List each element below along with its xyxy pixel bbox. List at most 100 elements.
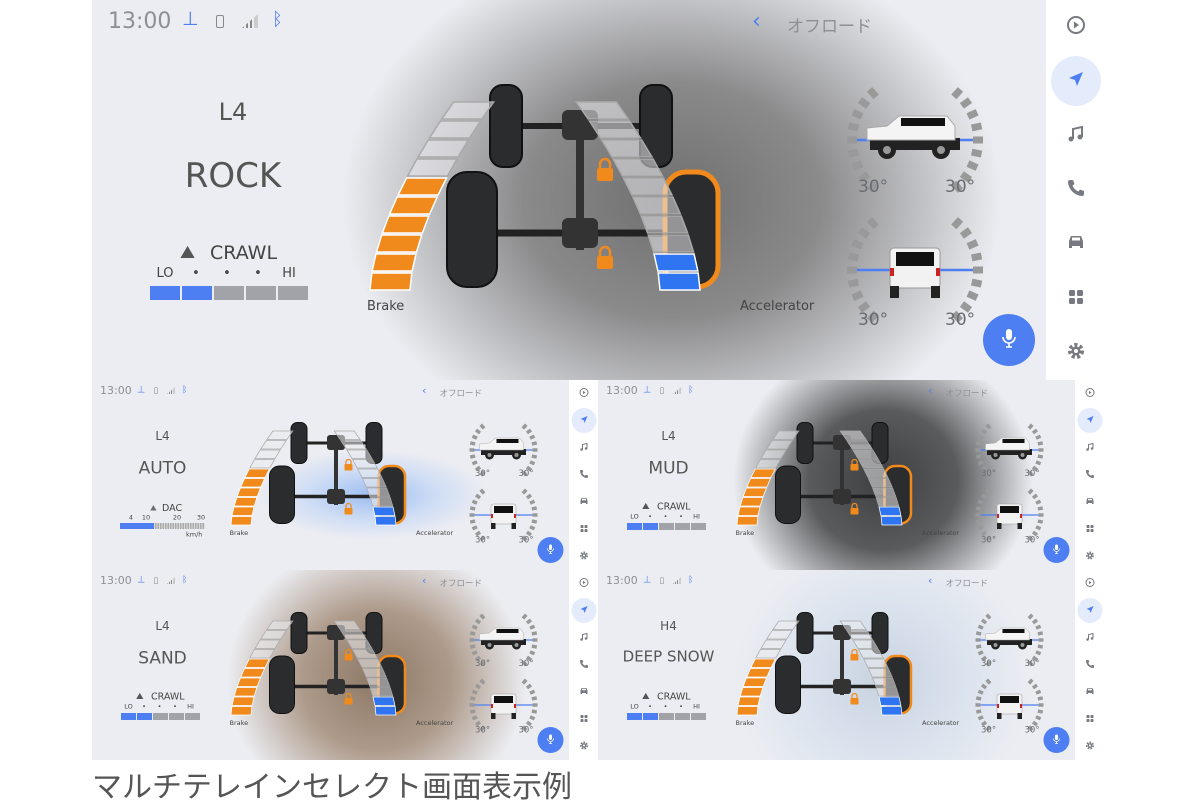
crawl-speed-segment[interactable] (150, 286, 180, 300)
sidebar-item-gear[interactable] (572, 544, 597, 569)
back-button[interactable]: ‹ (422, 574, 427, 588)
wheel (775, 655, 801, 714)
crawl-speed-segment[interactable] (169, 713, 184, 720)
brake-level-segment (244, 658, 270, 668)
sidebar-item-play-circle[interactable] (572, 571, 597, 596)
sidebar-item-navigation-arrow[interactable] (571, 598, 597, 624)
crawl-speed-segment[interactable] (153, 713, 168, 720)
accelerator-level-segment (366, 487, 391, 497)
sidebar-item-car[interactable] (1078, 490, 1103, 515)
sidebar-item-music-note[interactable] (572, 625, 597, 650)
voice-button[interactable] (1043, 727, 1070, 753)
crawl-speed-segment[interactable] (627, 713, 642, 720)
bluetooth-icon: ᛒ (182, 384, 188, 396)
terrain-mode: MUD (648, 458, 689, 478)
sidebar-item-car[interactable] (572, 490, 597, 515)
sidebar-item-phone[interactable] (1078, 652, 1103, 677)
accelerator-level-segment (863, 468, 889, 478)
sidebar-item-navigation-arrow[interactable] (1077, 408, 1103, 434)
satellite-icon: ⊥ (182, 8, 199, 30)
brake-level-segment (766, 630, 793, 640)
crawl-speed-segment[interactable] (137, 713, 152, 720)
roll-gauge (469, 488, 538, 542)
crawl-speed-segment[interactable] (185, 713, 200, 720)
sidebar-item-apps-grid[interactable] (1078, 517, 1103, 542)
voice-button[interactable] (1043, 537, 1070, 563)
crawl-speed-segment[interactable] (675, 523, 690, 530)
crawl-scale-label: • (254, 266, 262, 281)
sidebar-item-apps-grid[interactable] (572, 707, 597, 732)
brake-level-segment (231, 696, 255, 706)
sidebar-item-gear[interactable] (1051, 328, 1101, 378)
sidebar-item-play-circle[interactable] (1078, 381, 1103, 406)
sidebar-item-apps-grid[interactable] (572, 517, 597, 542)
sidebar-item-phone[interactable] (1051, 165, 1101, 215)
sidebar-item-apps-grid[interactable] (1078, 707, 1103, 732)
sidebar-item-gear[interactable] (1078, 734, 1103, 759)
sidebar-item-play-circle[interactable] (1051, 2, 1101, 52)
crawl-speed-segment[interactable] (214, 286, 244, 300)
voice-button[interactable] (537, 537, 564, 563)
accelerator-level-segment (346, 639, 373, 649)
back-button[interactable]: ‹ (752, 9, 761, 34)
screen-title: オフロード (945, 578, 989, 589)
sidebar-item-car[interactable] (572, 680, 597, 705)
sidebar-item-play-circle[interactable] (572, 381, 597, 406)
sidebar-item-phone[interactable] (572, 652, 597, 677)
sidebar-item-phone[interactable] (1078, 462, 1103, 487)
microphone-icon (545, 733, 557, 747)
brake-level-segment (760, 639, 787, 649)
crawl-speed-segment[interactable] (691, 713, 706, 720)
brake-label: Brake (735, 529, 755, 538)
gear-icon (1084, 549, 1096, 563)
sidebar-item-navigation-arrow[interactable] (571, 408, 597, 434)
accelerator-level-segment (611, 158, 664, 177)
brake-level-segment (388, 196, 439, 215)
crawl-speed-segment[interactable] (627, 523, 642, 530)
brake-level-segment (428, 120, 482, 139)
voice-button[interactable] (983, 314, 1035, 366)
brake-level-segment (230, 516, 253, 526)
crawl-speed-segment[interactable] (643, 523, 658, 530)
crawl-speed-segment[interactable] (659, 523, 674, 530)
roll-left-angle: 30° (858, 310, 889, 330)
accelerator-level-segment (369, 497, 394, 507)
crawl-speed-segment[interactable] (246, 286, 276, 300)
back-button[interactable]: ‹ (928, 574, 933, 588)
dac-speed-bar[interactable] (120, 523, 205, 529)
crawl-scale-label: • (679, 703, 683, 711)
sidebar-item-navigation-arrow[interactable] (1077, 598, 1103, 624)
screen-title: オフロード (439, 388, 483, 399)
sidebar-item-gear[interactable] (572, 734, 597, 759)
crawl-scale-label: • (663, 513, 668, 521)
accelerator-level-segment (657, 272, 701, 291)
back-button[interactable]: ‹ (928, 384, 933, 398)
crawl-speed-segment[interactable] (278, 286, 308, 300)
sidebar-item-phone[interactable] (572, 462, 597, 487)
crawl-scale-label: LO (156, 266, 174, 281)
crawl-speed-segment[interactable] (643, 713, 658, 720)
sidebar-item-gear[interactable] (1078, 544, 1103, 569)
sidebar-item-music-note[interactable] (1078, 435, 1103, 460)
sidebar-item-apps-grid[interactable] (1051, 274, 1101, 324)
crawl-scale-label: HI (187, 703, 194, 711)
sidebar-item-play-circle[interactable] (1078, 571, 1103, 596)
crawl-speed-segment[interactable] (182, 286, 212, 300)
voice-button[interactable] (537, 727, 564, 753)
crawl-speed-segment[interactable] (675, 713, 690, 720)
sidebar-item-car[interactable] (1078, 680, 1103, 705)
sidebar-item-music-note[interactable] (572, 435, 597, 460)
crawl-speed-segment[interactable] (121, 713, 136, 720)
sidebar-item-music-note[interactable] (1078, 625, 1103, 650)
back-button[interactable]: ‹ (422, 384, 427, 398)
signal-icon (167, 577, 175, 584)
sidebar-item-navigation-arrow[interactable] (1051, 56, 1101, 107)
accelerator-level-segment (631, 196, 682, 215)
crawl-speed-segment[interactable] (659, 713, 674, 720)
crawl-label: CRAWL (657, 691, 691, 702)
crawl-speed-segment[interactable] (691, 523, 706, 530)
sidebar-item-car[interactable] (1051, 219, 1101, 269)
sidebar-item-music-note[interactable] (1051, 111, 1101, 161)
crawl-icon: ⛰ (642, 691, 650, 702)
battery-icon (660, 387, 664, 394)
